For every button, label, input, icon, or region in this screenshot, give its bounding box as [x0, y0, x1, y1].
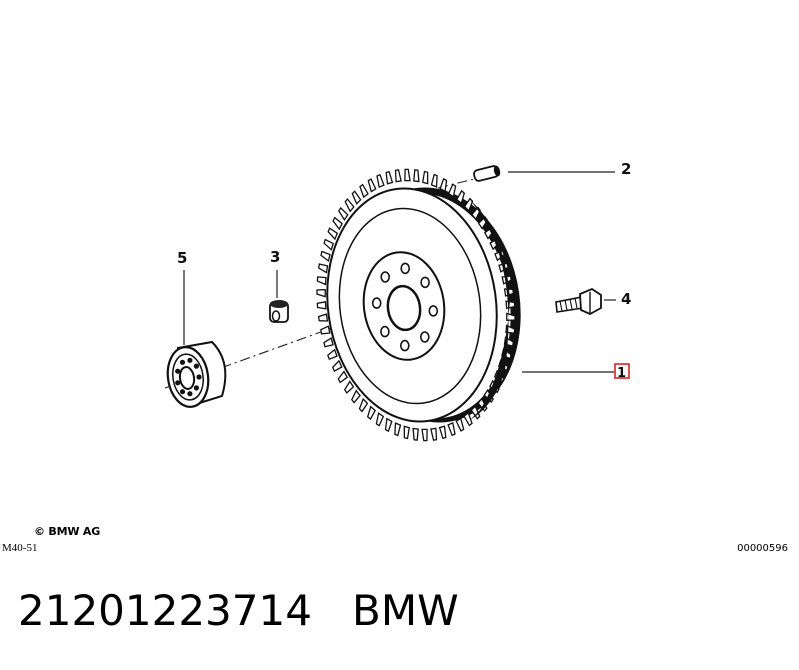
gear-tooth	[463, 411, 473, 427]
footer-caption: 21201223714 BMW	[18, 586, 459, 635]
gear-tooth	[320, 325, 331, 335]
gear-tooth	[506, 312, 516, 321]
gear-tooth	[366, 405, 377, 421]
callout-1-highlight	[614, 363, 630, 379]
model-code: M40-51	[2, 542, 38, 554]
gear-tooth	[351, 389, 361, 404]
bolt[interactable]	[555, 287, 602, 316]
gear-tooth	[403, 425, 411, 440]
flywheel-center-bore	[386, 284, 422, 332]
gear-tooth	[331, 359, 343, 373]
bearing-ball	[187, 357, 193, 363]
callout-5[interactable]: 5	[177, 249, 187, 267]
gear-tooth	[327, 227, 339, 241]
bolt-hole	[400, 262, 411, 275]
gear-tooth	[367, 178, 377, 193]
gear-tooth	[338, 206, 349, 221]
gear-tooth	[358, 397, 369, 413]
bearing-ball	[179, 389, 186, 395]
gear-tooth	[316, 301, 327, 310]
gear-tooth	[447, 183, 457, 198]
gear-tooth	[447, 421, 456, 437]
bearing-bore	[178, 366, 196, 390]
gear-tooth	[316, 276, 327, 286]
pilot-bearing[interactable]	[164, 340, 227, 409]
gear-tooth	[455, 189, 466, 205]
gear-tooth	[323, 337, 334, 348]
bolt-hole	[380, 271, 391, 283]
gear-tooth	[359, 183, 369, 199]
gear-tooth	[320, 250, 331, 263]
gear-tooth	[343, 380, 355, 394]
gear-tooth	[505, 300, 516, 309]
gear-tooth	[413, 169, 420, 183]
sleeve-end	[270, 300, 288, 308]
parts-diagram: 2 3 4 5 1	[164, 160, 631, 442]
bolt-thread	[559, 297, 578, 312]
gear-tooth	[430, 427, 438, 441]
bearing-balls	[175, 357, 202, 397]
gear-tooth	[384, 417, 393, 433]
bearing-ball	[179, 359, 186, 365]
gear-tooth	[394, 422, 402, 437]
gear-tooth	[421, 170, 429, 185]
gear-tooth	[316, 289, 326, 298]
gear-tooth	[327, 348, 338, 361]
gear-tooth	[344, 198, 355, 213]
bearing-ball	[175, 380, 181, 386]
gear-tooth	[455, 417, 465, 432]
gear-tooth	[317, 263, 329, 274]
gear-tooth	[439, 177, 448, 193]
sleeve-hole	[271, 310, 281, 322]
gear-tooth	[351, 190, 362, 205]
bearing-ball	[193, 385, 199, 391]
flywheel-face-step	[338, 207, 482, 405]
bolt-hole	[420, 276, 430, 289]
dowel-pin[interactable]	[473, 165, 501, 182]
bolt-hole	[380, 325, 390, 338]
gear-tooth	[337, 370, 349, 384]
gear-tooth	[404, 168, 411, 182]
sleeve[interactable]	[269, 300, 289, 323]
gear-tooth	[412, 427, 419, 441]
bearing-ball	[175, 368, 181, 374]
gear-tooth	[438, 425, 447, 440]
gear-tooth	[385, 170, 394, 185]
bolt-hole	[399, 339, 410, 352]
gear-tooth	[394, 169, 402, 183]
bolt-hole	[419, 331, 430, 343]
gear-tooth	[375, 412, 385, 427]
flywheel-rim-shade	[470, 200, 510, 420]
callout-2[interactable]: 2	[621, 160, 631, 178]
gear-tooth	[317, 313, 329, 322]
bearing-ball	[187, 391, 193, 397]
bolt-holes	[371, 262, 439, 352]
dowel-pin-end	[493, 165, 501, 177]
bearing-ball	[193, 363, 199, 369]
gear-tooth	[323, 238, 334, 251]
callout-1[interactable]: 1	[617, 366, 626, 381]
bolt-hole	[371, 297, 382, 309]
bolt-hole	[428, 305, 439, 317]
image-number: 00000596	[737, 543, 788, 554]
gear-tooth	[463, 197, 474, 213]
bearing-ball	[196, 374, 202, 380]
callout-4[interactable]: 4	[621, 290, 631, 308]
gear-tooth	[332, 216, 343, 231]
copyright-notice: © BMW AG	[34, 525, 101, 538]
gear-tooth	[421, 428, 428, 442]
footer-part-number: 21201223714	[18, 586, 312, 635]
callout-3[interactable]: 3	[270, 248, 280, 266]
gear-tooth	[430, 173, 438, 188]
flywheel[interactable]	[313, 168, 536, 442]
gear-tooth	[376, 173, 385, 189]
footer-brand: BMW	[352, 586, 459, 635]
